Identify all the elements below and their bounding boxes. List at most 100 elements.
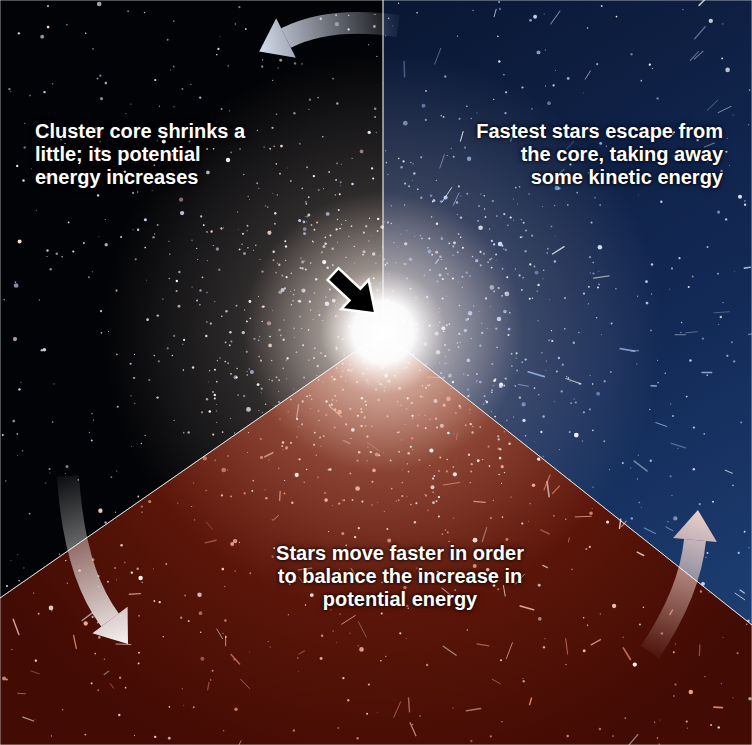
star-dot	[52, 83, 53, 84]
star-dot	[265, 489, 266, 490]
star-dot	[10, 91, 11, 92]
star-dot	[153, 600, 155, 602]
star-dot	[107, 581, 109, 583]
star-streak	[714, 312, 730, 313]
star-dot	[98, 636, 101, 639]
star-dot	[45, 482, 46, 483]
star-dot	[252, 480, 254, 482]
star-dot	[558, 357, 560, 359]
star-dot	[91, 439, 93, 441]
star-dot	[267, 641, 269, 643]
star-dot	[686, 396, 688, 398]
star-dot	[748, 124, 749, 125]
star-dot	[91, 616, 93, 618]
star-streak	[13, 619, 19, 634]
star-dot	[570, 381, 571, 382]
star-dot	[50, 268, 52, 270]
star-dot	[436, 500, 438, 502]
star-dot	[446, 470, 448, 472]
star-streak	[675, 334, 686, 335]
star-dot	[247, 196, 249, 198]
star-dot	[48, 468, 50, 470]
region-border	[0, 0, 383, 598]
star-dot	[485, 216, 487, 218]
star-dot	[281, 445, 283, 447]
star-dot	[656, 97, 658, 99]
star-dot	[84, 734, 86, 736]
star-dot	[533, 441, 535, 443]
star-dot	[499, 448, 501, 450]
star-dot	[417, 188, 419, 190]
star-dot	[447, 155, 448, 156]
star-dot	[207, 381, 209, 383]
star-dot	[206, 171, 210, 175]
star-dot	[144, 12, 145, 13]
star-dot	[636, 363, 637, 364]
star-dot	[91, 682, 93, 684]
star-dot	[210, 230, 212, 232]
star-streak	[695, 27, 706, 39]
star-dot	[262, 59, 263, 60]
star-dot	[477, 459, 480, 462]
star-streak	[659, 744, 662, 745]
star-dot	[600, 613, 601, 614]
star-dot	[83, 242, 85, 244]
star-dot	[565, 664, 567, 666]
star-dot	[368, 131, 371, 134]
star-dot	[272, 80, 273, 81]
star-streak	[651, 385, 656, 387]
star-dot	[227, 362, 229, 364]
star-dot	[222, 633, 223, 634]
star-dot	[707, 552, 709, 554]
star-dot	[235, 23, 236, 24]
star-dot	[615, 288, 617, 290]
star-streak	[528, 372, 544, 377]
star-streak	[443, 646, 456, 655]
star-dot	[141, 581, 143, 583]
star-dot	[354, 536, 356, 538]
star-dot	[380, 660, 382, 662]
red-region: Stars move faster in order to balance th…	[0, 332, 752, 745]
arrow-shaft	[650, 540, 695, 652]
star-dot	[412, 179, 414, 181]
region-caption: Cluster core shrinks a little; its poten…	[35, 120, 260, 189]
star-dot	[521, 236, 523, 238]
star-dot	[108, 331, 109, 332]
star-dot	[503, 213, 505, 215]
star-dot	[206, 148, 208, 150]
star-dot	[470, 482, 471, 483]
star-dot	[538, 584, 541, 587]
star-dot	[738, 195, 742, 199]
star-dot	[193, 482, 195, 484]
star-dot	[197, 259, 198, 260]
star-dot	[125, 687, 127, 689]
star-dot	[377, 502, 379, 504]
star-dot	[191, 240, 192, 241]
star-dot	[555, 70, 556, 71]
star-dot	[342, 677, 344, 679]
star-dot	[214, 301, 215, 302]
star-dot	[592, 383, 593, 384]
star-dot	[574, 433, 579, 438]
star-dot	[368, 683, 370, 685]
star-dot	[638, 455, 640, 457]
star-dot	[234, 375, 238, 379]
star-streak	[544, 475, 550, 490]
star-dot	[552, 84, 554, 86]
star-dot	[729, 165, 731, 167]
star-dot	[587, 625, 588, 626]
star-dot	[445, 529, 447, 531]
star-dot	[538, 617, 542, 621]
star-dot	[100, 97, 103, 100]
star-dot	[152, 236, 154, 238]
star-dot	[226, 158, 230, 162]
star-dot	[425, 119, 427, 121]
region-outline	[0, 0, 383, 598]
star-dot	[387, 174, 388, 175]
star-dot	[92, 48, 94, 50]
star-dot	[583, 292, 585, 294]
star-streak	[702, 372, 712, 373]
star-streak	[274, 516, 279, 521]
star-dot	[693, 468, 695, 470]
